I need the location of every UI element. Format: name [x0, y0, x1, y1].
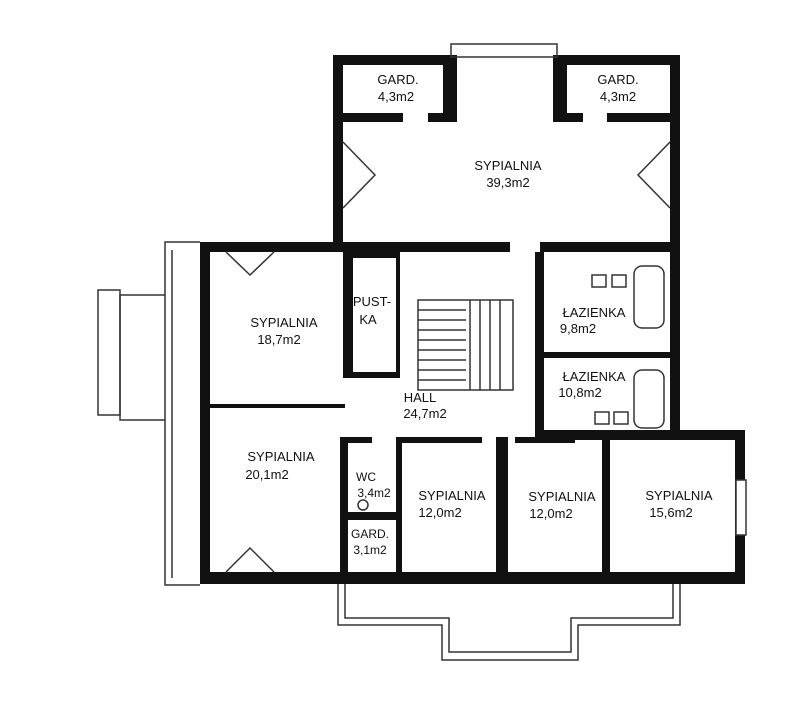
bottom-terrace-inner	[344, 584, 674, 653]
room-sypialnia-120b-name: SYPIALNIA	[528, 489, 596, 504]
room-sypialnia-156-name: SYPIALNIA	[645, 488, 713, 503]
wall-bathroom-divider	[544, 352, 670, 358]
wall-top-wing-top-left	[333, 55, 451, 65]
sink-1a	[591, 274, 607, 288]
wall-pustka-bottom	[343, 372, 400, 378]
wc-toilet	[357, 499, 369, 511]
wall-bedroom-b-top	[515, 437, 575, 443]
wall-bedroom-b-left	[502, 437, 508, 577]
thin-lines	[97, 43, 747, 661]
room-gard-small-name: GARD.	[351, 527, 389, 541]
bathtub-1	[633, 265, 665, 329]
left-balcony-window	[97, 289, 121, 416]
room-pustka-name-2: KA	[359, 312, 377, 327]
room-lazienka-2-name: ŁAZIENKA	[563, 369, 626, 384]
wall-pustka-left	[343, 252, 353, 377]
room-sypialnia-120a-name: SYPIALNIA	[418, 488, 486, 503]
room-wc-area: 3,4m2	[357, 486, 391, 500]
room-sypialnia-201-name: SYPIALNIA	[247, 449, 315, 464]
wall-gard-left-bottom-b	[428, 113, 457, 122]
wall-gard-right-bottom	[553, 113, 583, 122]
wall-bedroom-b-c-divider	[602, 437, 610, 577]
wall-mid-horizontal-left	[200, 242, 510, 252]
room-gard-left-name: GARD.	[377, 72, 418, 87]
stair-outline	[417, 299, 514, 391]
wall-bathroom-left	[535, 252, 544, 437]
wall-gard-left-divider	[443, 55, 457, 115]
bottom-terrace	[337, 584, 681, 661]
room-hall-name: HALL	[404, 390, 437, 405]
walls	[200, 55, 745, 584]
wall-top-wing-left	[333, 55, 343, 250]
wall-bedroom-a-b-divider	[496, 437, 502, 577]
room-gard-left-area: 4,3m2	[378, 89, 414, 104]
room-gard-small-area: 3,1m2	[353, 543, 387, 557]
sink-2a	[594, 411, 610, 425]
wall-bottom	[200, 572, 745, 584]
room-sypialnia-187-name: SYPIALNIA	[250, 315, 318, 330]
room-wc-name: WC	[356, 470, 376, 484]
room-sypialnia-187-area: 18,7m2	[257, 332, 300, 347]
stair-treads-b	[469, 300, 501, 390]
room-lazienka-1-name: ŁAZIENKA	[563, 305, 626, 320]
room-sypialnia-201-area: 20,1m2	[245, 467, 288, 482]
sink-1b	[611, 274, 627, 288]
wall-pustka-top	[343, 252, 398, 258]
wall-gard-right-bottom-b	[607, 113, 670, 122]
wall-bedroom-a-top	[402, 437, 482, 443]
wall-wc-left	[340, 437, 348, 577]
room-labels: GARD. 4,3m2 GARD. 4,3m2 SYPIALNIA 39,3m2…	[245, 72, 713, 557]
wall-top-wing-top-right	[557, 55, 680, 65]
bay-left-39	[342, 141, 377, 209]
room-sypialnia-top-area: 39,3m2	[486, 175, 529, 190]
bay-bottom-201	[225, 546, 275, 573]
wall-wc-top	[340, 437, 372, 443]
wall-pustka-right	[396, 252, 400, 377]
wall-left-wing-inner	[200, 242, 210, 572]
left-terrace-outline	[164, 241, 200, 586]
wall-wc-right	[396, 437, 402, 577]
wall-gard-left-bottom	[343, 113, 403, 122]
wall-gard-right-divider	[553, 55, 567, 115]
bay-right-39	[636, 141, 671, 209]
room-sypialnia-top-name: SYPIALNIA	[474, 158, 542, 173]
wall-mid-horizontal-right	[540, 242, 680, 252]
room-sypialnia-120b-area: 12,0m2	[529, 506, 572, 521]
right-window	[735, 479, 747, 536]
room-sypialnia-156-area: 15,6m2	[649, 505, 692, 520]
stair-treads	[418, 309, 466, 381]
bay-top-187	[225, 251, 275, 277]
wall-bedroom-divider	[210, 404, 345, 408]
room-hall-area: 24,7m2	[403, 406, 446, 421]
wall-wc-gard-divider	[348, 512, 398, 520]
room-gard-right-name: GARD.	[597, 72, 638, 87]
sink-2b	[613, 411, 629, 425]
room-lazienka-1-area: 9,8m2	[560, 321, 596, 336]
room-pustka-name-1: PUST-	[353, 294, 391, 309]
top-balcony	[450, 43, 558, 58]
bathtub-2	[633, 369, 665, 429]
wall-bathroom-bottom	[535, 430, 745, 440]
room-gard-right-area: 4,3m2	[600, 89, 636, 104]
room-sypialnia-120a-area: 12,0m2	[418, 505, 461, 520]
room-lazienka-2-area: 10,8m2	[558, 385, 601, 400]
